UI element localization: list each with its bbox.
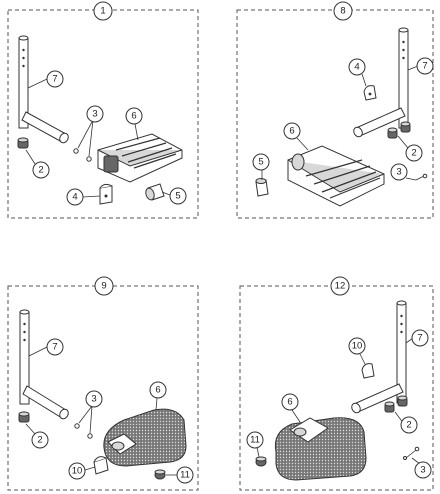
panel-12-caps [384, 395, 408, 413]
panel-8-support-tube [353, 27, 409, 138]
panel-8-bumper [255, 178, 269, 197]
panel-12-callout-7 [411, 329, 429, 347]
panel-9-support-tube [19, 309, 69, 420]
panel-1-callout-6 [125, 107, 143, 125]
panel-1-bracket [99, 183, 113, 205]
panel-8-callout-6 [283, 122, 301, 140]
panel-12-bumper [255, 456, 267, 467]
panel-1-footplate [97, 133, 183, 183]
panel-12-clamp [361, 363, 375, 379]
panel-9-footplate [103, 408, 187, 467]
panel-12: 12 [239, 276, 434, 491]
panel-8-callout-7 [416, 57, 434, 75]
panel-12-callout-10 [348, 337, 366, 355]
panel-1-callout-2 [32, 161, 50, 179]
panel-8-callout-5 [252, 153, 270, 171]
panel-9-callout-11 [176, 466, 194, 484]
panel-12-footplate [274, 417, 367, 481]
panel-9-callout-2 [31, 431, 49, 449]
panel-1-callout-7 [46, 70, 64, 88]
panel-1: 1 [7, 1, 199, 219]
panel-1-callout-3-label: 3 [92, 109, 97, 120]
panel-1-bumper [145, 183, 165, 201]
panel-9-bumper [154, 469, 166, 480]
panel-9-callout-10-label: 10 [72, 466, 83, 477]
panel-1-callout-7-label: 7 [52, 74, 57, 85]
panel-9: 9 [7, 276, 199, 491]
panel-1-callout-5-label: 5 [175, 191, 180, 202]
panel-12-number: 12 [335, 281, 346, 292]
panel-9-callout-7 [46, 338, 64, 356]
panel-8-callout-2-label: 2 [411, 148, 416, 159]
panel-1-number-bubble [93, 1, 113, 21]
panel-8-callout-2 [405, 144, 423, 162]
panel-1-support-tube [18, 35, 69, 144]
panel-12-callout-6 [281, 393, 299, 411]
panel-9-callout-3-label: 3 [91, 394, 96, 405]
panel-8-number: 8 [340, 6, 345, 17]
panel-12-frame [239, 285, 434, 491]
panel-9-callout-6-label: 6 [155, 385, 160, 396]
panel-9-number: 9 [101, 281, 106, 292]
panel-9-callout-7-label: 7 [52, 342, 57, 353]
panel-8-clamp [363, 85, 377, 101]
panel-8-callout-4-label: 4 [354, 62, 359, 73]
panel-9-clamp [93, 456, 109, 475]
panel-9-cap [18, 411, 30, 423]
panel-9-number-bubble [94, 276, 114, 296]
panel-8-footplate [287, 145, 385, 207]
panel-8-callout-7-label: 7 [422, 61, 427, 72]
panel-8-screw [415, 173, 428, 181]
panel-12-callout-2-label: 2 [406, 420, 411, 431]
panel-1-number: 1 [100, 6, 105, 17]
panel-1-screws [73, 148, 92, 162]
panel-12-callout-7-label: 7 [417, 333, 422, 344]
panel-9-screws [74, 423, 93, 439]
panel-8-callout-4 [348, 58, 366, 76]
panel-8-callout-3 [390, 163, 408, 181]
panel-8: 8 [236, 1, 434, 219]
panel-12-callout-10-label: 10 [352, 341, 363, 352]
panel-8-number-bubble [333, 1, 353, 21]
panel-8-caps [387, 121, 411, 139]
panel-9-callout-3 [85, 390, 103, 408]
panel-9-callout-6 [149, 381, 167, 399]
panel-1-callout-5 [169, 187, 187, 205]
panel-12-callout-2 [400, 416, 418, 434]
panel-12-callout-11-label: 11 [250, 435, 260, 446]
panel-1-callout-2-label: 2 [38, 165, 43, 176]
panel-9-callout-10 [68, 462, 86, 480]
panel-12-callout-3 [414, 461, 432, 479]
panel-8-callout-3-label: 3 [396, 167, 401, 178]
panel-1-callout-6-label: 6 [131, 111, 136, 122]
panel-9-callout-2-label: 2 [37, 435, 42, 446]
panel-9-callout-11-label: 11 [180, 470, 190, 481]
panel-12-screw [403, 446, 420, 460]
panel-12-number-bubble [330, 276, 350, 296]
panel-8-callout-5-label: 5 [258, 157, 263, 168]
panel-8-callout-6-label: 6 [289, 126, 294, 137]
panel-1-callout-3 [86, 105, 104, 123]
panel-1-callout-4-label: 4 [72, 192, 77, 203]
panel-12-callout-3-label: 3 [420, 465, 425, 476]
panel-1-cap [17, 137, 29, 149]
panel-12-callout-11 [246, 431, 264, 449]
panel-12-callout-6-label: 6 [287, 397, 292, 408]
panel-1-callout-4 [66, 188, 84, 206]
